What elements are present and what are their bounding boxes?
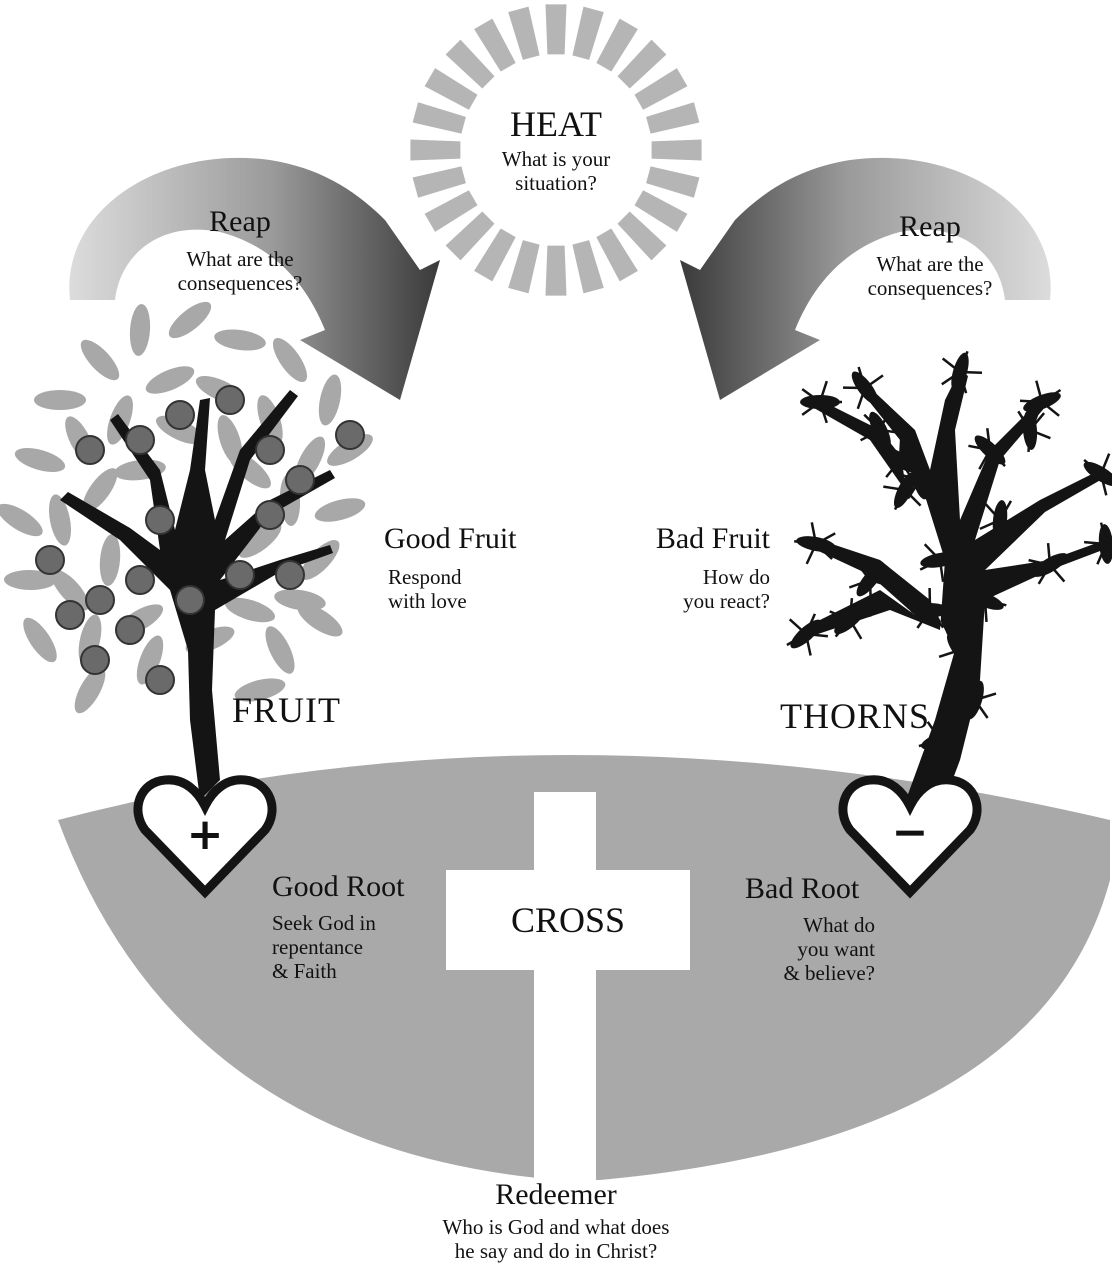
plus-sign: + <box>180 810 230 860</box>
reap-left-title: Reap <box>150 205 330 239</box>
fruit <box>116 616 144 644</box>
leaf <box>312 494 367 527</box>
sun-ray <box>572 240 603 293</box>
fruit <box>286 466 314 494</box>
bad-fruit-line2: you react? <box>620 590 770 613</box>
leaf <box>142 361 198 400</box>
redeemer-line1: Who is God and what does <box>356 1216 756 1239</box>
fruit <box>86 586 114 614</box>
fruit <box>146 506 174 534</box>
minus-sign: − <box>885 808 935 858</box>
leaf <box>315 372 345 427</box>
fruit <box>56 601 84 629</box>
fruit <box>176 586 204 614</box>
bad-root-line2: you want <box>720 938 875 961</box>
bad-root-line1: What do <box>720 914 875 937</box>
fruit <box>226 561 254 589</box>
bad-fruit-line1: How do <box>620 566 770 589</box>
leaf <box>260 622 301 678</box>
leaf <box>12 443 67 477</box>
fruit-label: FRUIT <box>232 690 432 730</box>
heat-subtitle-line2: situation? <box>456 172 656 195</box>
reap-right-line2: consequences? <box>830 277 1030 300</box>
fruit <box>81 646 109 674</box>
thorn-tree-icon <box>786 351 1112 840</box>
heat-subtitle-line1: What is your <box>456 148 656 171</box>
leaf <box>98 533 122 587</box>
sun-ray <box>410 140 460 161</box>
sun-ray <box>546 246 567 296</box>
leaf <box>164 296 217 344</box>
leaf <box>17 613 63 667</box>
bad-root-title: Bad Root <box>745 872 945 906</box>
leaf <box>75 334 125 386</box>
redeemer-title: Redeemer <box>406 1178 706 1212</box>
sun-ray <box>508 240 539 293</box>
redeemer-line2: he say and do in Christ? <box>356 1240 756 1263</box>
fruit <box>166 401 194 429</box>
leaf <box>34 390 86 410</box>
leaf <box>213 326 267 353</box>
sun-ray <box>652 140 702 161</box>
thorns-label: THORNS <box>720 696 930 736</box>
good-root-line2: repentance <box>272 936 452 959</box>
thorn-branch <box>800 395 840 409</box>
good-fruit-line2: with love <box>388 590 538 613</box>
reap-left-line2: consequences? <box>140 272 340 295</box>
cross-label: CROSS <box>446 900 690 940</box>
good-root-title: Good Root <box>272 870 472 904</box>
reap-right-title: Reap <box>840 210 1020 244</box>
leaf <box>128 303 152 356</box>
reap-left-line1: What are the <box>140 248 340 271</box>
heat-title: HEAT <box>456 104 656 144</box>
fruit <box>216 386 244 414</box>
fruit <box>76 436 104 464</box>
fruit <box>256 436 284 464</box>
bad-root-line3: & believe? <box>720 962 875 985</box>
fruit <box>126 566 154 594</box>
sun-ray <box>508 7 539 60</box>
fruit <box>146 666 174 694</box>
good-root-line1: Seek God in <box>272 912 452 935</box>
good-fruit-title: Good Fruit <box>384 522 584 556</box>
fruit <box>276 561 304 589</box>
good-root-line3: & Faith <box>272 960 452 983</box>
fruit <box>256 501 284 529</box>
sun-ray <box>546 4 567 54</box>
bad-fruit-title: Bad Fruit <box>560 522 770 556</box>
fruit <box>126 426 154 454</box>
fruit <box>336 421 364 449</box>
sun-ray <box>572 7 603 60</box>
good-fruit-line1: Respond <box>388 566 538 589</box>
reap-right-line1: What are the <box>830 253 1030 276</box>
fruit <box>36 546 64 574</box>
leaf <box>0 498 47 543</box>
